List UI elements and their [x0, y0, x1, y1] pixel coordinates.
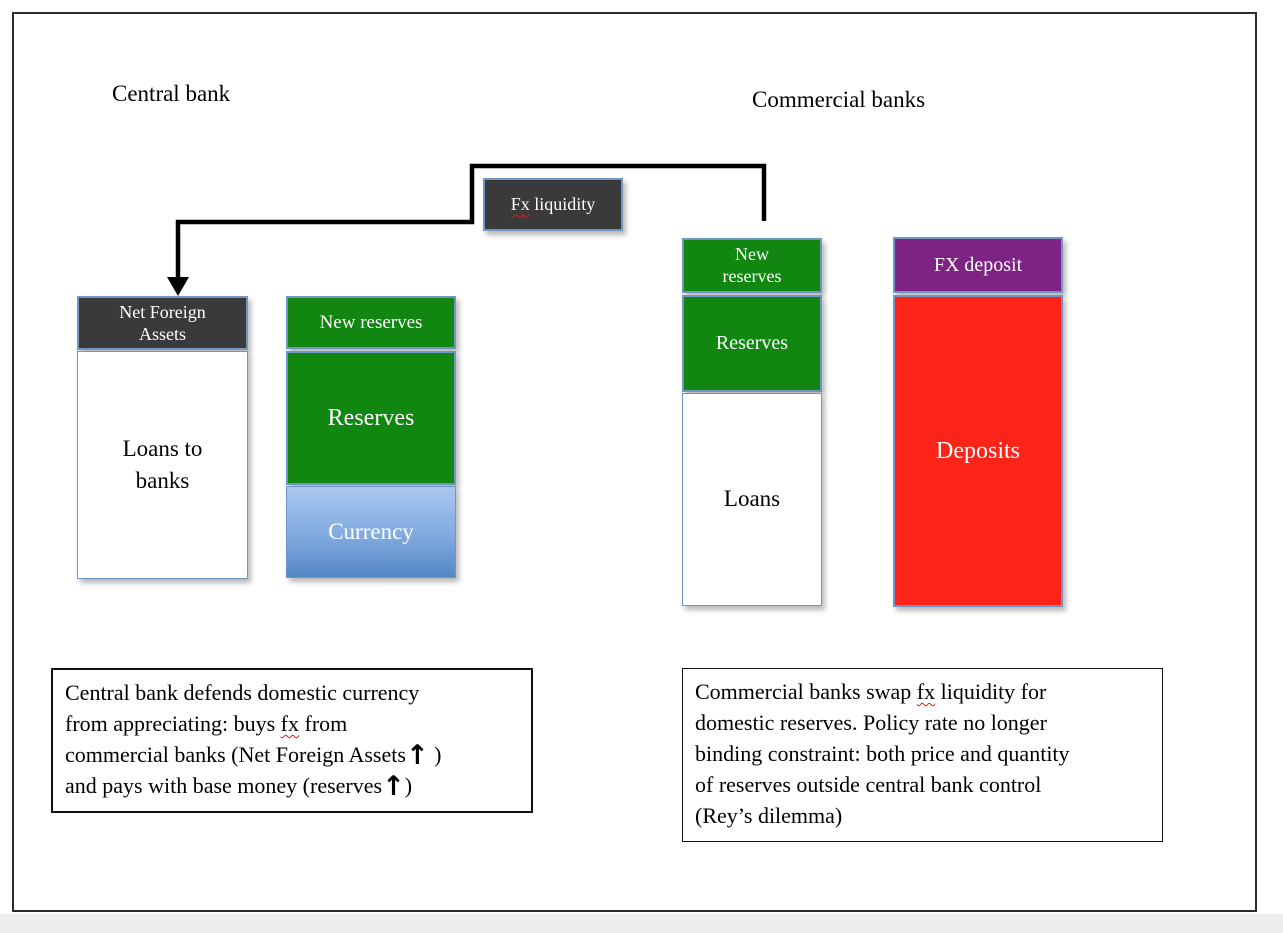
note-text: ) — [404, 773, 413, 798]
note-text: from — [299, 711, 348, 736]
note-line: (Rey’s dilemma) — [695, 800, 1150, 831]
note-line: binding constraint: both price and quant… — [695, 738, 1150, 769]
comb-new-reserves-box: New reserves — [682, 238, 822, 293]
note-text: from appreciating: buys — [65, 711, 281, 736]
canvas-bottom-margin — [0, 914, 1283, 933]
note-text: Central bank defends domestic currency — [65, 680, 420, 705]
note-text: binding constraint: both price and quant… — [695, 741, 1070, 766]
fx-word-misspelled: fx — [280, 711, 299, 736]
note-text: ) — [428, 742, 442, 767]
up-arrow-icon: ↑ — [405, 740, 429, 771]
note-line: from appreciating: buys fx from — [65, 708, 519, 739]
note-text: (Rey’s dilemma) — [695, 803, 843, 828]
commercial-banks-note: Commercial banks swap fx liquidity for d… — [682, 668, 1163, 842]
net-foreign-assets-box: Net Foreign Assets — [77, 296, 248, 350]
cb-currency-box: Currency — [286, 486, 456, 578]
fx-liquidity-label: Fx liquidity — [511, 193, 596, 216]
note-text: domestic reserves. Policy rate no longer — [695, 710, 1047, 735]
fx-word-misspelled: Fx — [510, 194, 530, 215]
fx-word-misspelled: fx — [916, 679, 936, 704]
commercial-banks-title: Commercial banks — [752, 87, 926, 112]
note-line: commercial banks (Net Foreign Assets↑ ) — [65, 739, 519, 770]
liquidity-word: liquidity — [529, 194, 596, 215]
central-bank-note: Central bank defends domestic currency f… — [51, 668, 533, 813]
comb-reserves-box: Reserves — [682, 295, 822, 392]
central-bank-title: Central bank — [112, 81, 231, 106]
note-line: and pays with base money (reserves↑) — [65, 770, 519, 801]
note-text: Commercial banks swap — [695, 679, 917, 704]
note-text: liquidity for — [935, 679, 1047, 704]
loans-to-banks-box: Loans to banks — [77, 351, 248, 579]
deposits-box: Deposits — [893, 295, 1063, 607]
slide-border — [12, 12, 1257, 912]
cb-new-reserves-box: New reserves — [286, 296, 456, 349]
fx-liquidity-box: Fx liquidity — [483, 178, 623, 231]
fx-deposit-box: FX deposit — [893, 237, 1063, 293]
note-text: commercial banks (Net Foreign Assets — [65, 742, 406, 767]
note-text: and pays with base money (reserves — [65, 773, 383, 798]
note-line: of reserves outside central bank control — [695, 769, 1150, 800]
note-line: domestic reserves. Policy rate no longer — [695, 707, 1150, 738]
cb-reserves-box: Reserves — [286, 351, 456, 485]
note-text: of reserves outside central bank control — [695, 772, 1042, 797]
note-line: Central bank defends domestic currency — [65, 677, 519, 708]
note-line: Commercial banks swap fx liquidity for — [695, 676, 1150, 707]
comb-loans-box: Loans — [682, 393, 822, 606]
up-arrow-icon: ↑ — [382, 771, 405, 802]
